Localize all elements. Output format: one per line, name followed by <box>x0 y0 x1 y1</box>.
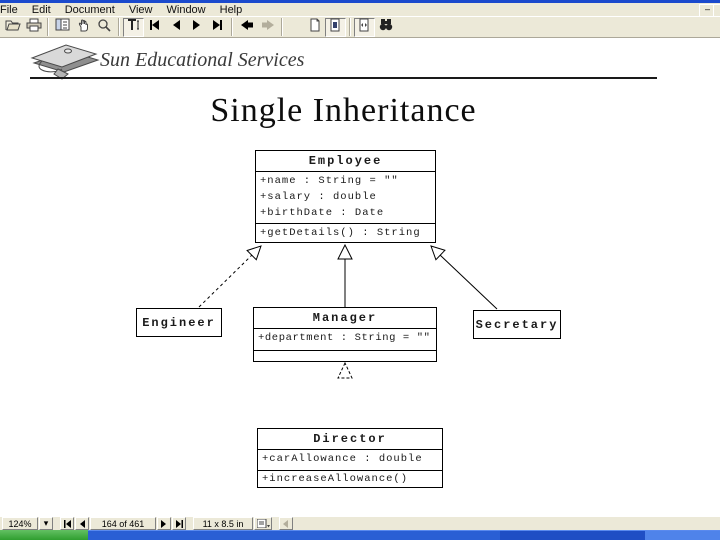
class-attributes: +name : String = "" +salary : double +bi… <box>256 171 435 223</box>
toolbar-separator <box>47 18 49 36</box>
navigation-pane-icon <box>55 18 70 36</box>
class-attributes: +department : String = "" <box>254 328 436 350</box>
class-name: Director <box>313 432 387 446</box>
class-methods <box>254 350 436 363</box>
taskbar-tray[interactable] <box>645 530 720 540</box>
sun-logo-icon <box>28 41 100 86</box>
hand-tool-button[interactable] <box>73 18 94 37</box>
taskbar <box>0 530 720 540</box>
back-arrow-icon <box>240 18 254 36</box>
next-view-button[interactable] <box>257 18 278 37</box>
zoom-dropdown-button[interactable]: ▾ <box>39 517 53 530</box>
last-page-button[interactable] <box>207 18 228 37</box>
class-box-manager: Manager +department : String = "" <box>253 307 437 362</box>
titlebar-edge <box>0 0 720 3</box>
class-attributes: +carAllowance : double <box>258 449 442 470</box>
open-button[interactable] <box>2 18 23 37</box>
zoom-tool-button[interactable] <box>94 18 115 37</box>
menu-file[interactable]: File <box>0 3 18 16</box>
binoculars-icon <box>378 18 394 36</box>
actual-size-icon <box>308 18 321 37</box>
magnifier-icon <box>97 18 112 37</box>
class-name: Manager <box>312 311 378 325</box>
open-folder-icon <box>5 18 21 37</box>
toolbar-separator <box>281 18 283 36</box>
class-box-secretary: Secretary <box>473 310 561 339</box>
menu-edit[interactable]: Edit <box>31 3 51 16</box>
attribute: +name : String = "" <box>260 175 399 187</box>
toolbar-separator <box>231 18 233 36</box>
splitter-button[interactable] <box>279 517 293 530</box>
text-select-icon <box>126 18 141 36</box>
last-page-icon <box>211 18 224 36</box>
prev-page-button[interactable] <box>165 18 186 37</box>
forward-arrow-icon <box>261 18 275 36</box>
zoom-level[interactable]: 124% <box>2 517 38 530</box>
class-methods: +getDetails() : String <box>256 223 435 243</box>
menu-help[interactable]: Help <box>219 3 243 16</box>
menu-view[interactable]: View <box>128 3 153 16</box>
attribute: +department : String = "" <box>258 332 431 344</box>
menu-window[interactable]: Window <box>166 3 206 16</box>
status-bar: 124% ▾ 164 of 461 11 x 8.5 in <box>0 516 720 530</box>
page-size: 11 x 8.5 in <box>193 517 253 530</box>
slide-title: Single Inheritance <box>210 92 477 129</box>
menu-bar: File Edit Document View Window Help – <box>0 3 720 18</box>
class-name: Secretary <box>475 318 559 332</box>
prev-page-icon <box>170 18 182 36</box>
printer-icon <box>26 18 42 37</box>
prev-page-button-status[interactable] <box>75 517 89 530</box>
page-layout-button[interactable] <box>254 517 272 530</box>
next-page-icon <box>191 18 203 36</box>
header-rule <box>30 77 657 79</box>
brand-name: Sun Educational Services <box>100 49 305 71</box>
menu-document[interactable]: Document <box>64 3 115 16</box>
pdf-page[interactable]: Sun Educational Services Single Inherita… <box>0 39 720 516</box>
toolbar-separator <box>349 18 351 36</box>
class-box-employee: Employee +name : String = "" +salary : d… <box>255 150 436 243</box>
class-name: Employee <box>308 154 383 168</box>
fit-in-window-button[interactable] <box>325 17 346 37</box>
class-box-engineer: Engineer <box>136 308 222 337</box>
last-page-button-status[interactable] <box>172 517 186 530</box>
actual-size-button[interactable] <box>304 18 325 37</box>
navigation-pane-button[interactable] <box>52 18 73 37</box>
first-page-button[interactable] <box>144 18 165 37</box>
attribute: +birthDate : Date <box>260 207 385 219</box>
class-methods: +increaseAllowance() <box>258 470 442 487</box>
taskbar-task-button[interactable] <box>500 530 645 540</box>
class-box-director: Director +carAllowance : double +increas… <box>257 428 443 488</box>
first-page-icon <box>148 18 161 36</box>
method: +increaseAllowance() <box>262 473 409 485</box>
text-select-tool-button[interactable] <box>123 17 144 37</box>
print-button[interactable] <box>23 18 44 37</box>
next-page-button-status[interactable] <box>157 517 171 530</box>
toolbar-separator <box>118 18 120 36</box>
toolbar <box>0 16 720 38</box>
first-page-button-status[interactable] <box>60 517 74 530</box>
fit-page-icon <box>329 18 342 37</box>
find-button[interactable] <box>375 18 396 37</box>
taskbar-segment[interactable] <box>88 530 500 540</box>
previous-view-button[interactable] <box>236 18 257 37</box>
fit-width-icon <box>358 18 371 37</box>
page-indicator[interactable]: 164 of 461 <box>90 517 156 530</box>
method: +getDetails() : String <box>260 227 421 239</box>
hand-icon <box>76 18 91 37</box>
fit-width-button[interactable] <box>354 17 375 37</box>
attribute: +salary : double <box>260 191 377 203</box>
next-page-button[interactable] <box>186 18 207 37</box>
start-button-edge[interactable] <box>0 530 88 540</box>
attribute: +carAllowance : double <box>262 453 423 465</box>
class-name: Engineer <box>142 316 216 330</box>
